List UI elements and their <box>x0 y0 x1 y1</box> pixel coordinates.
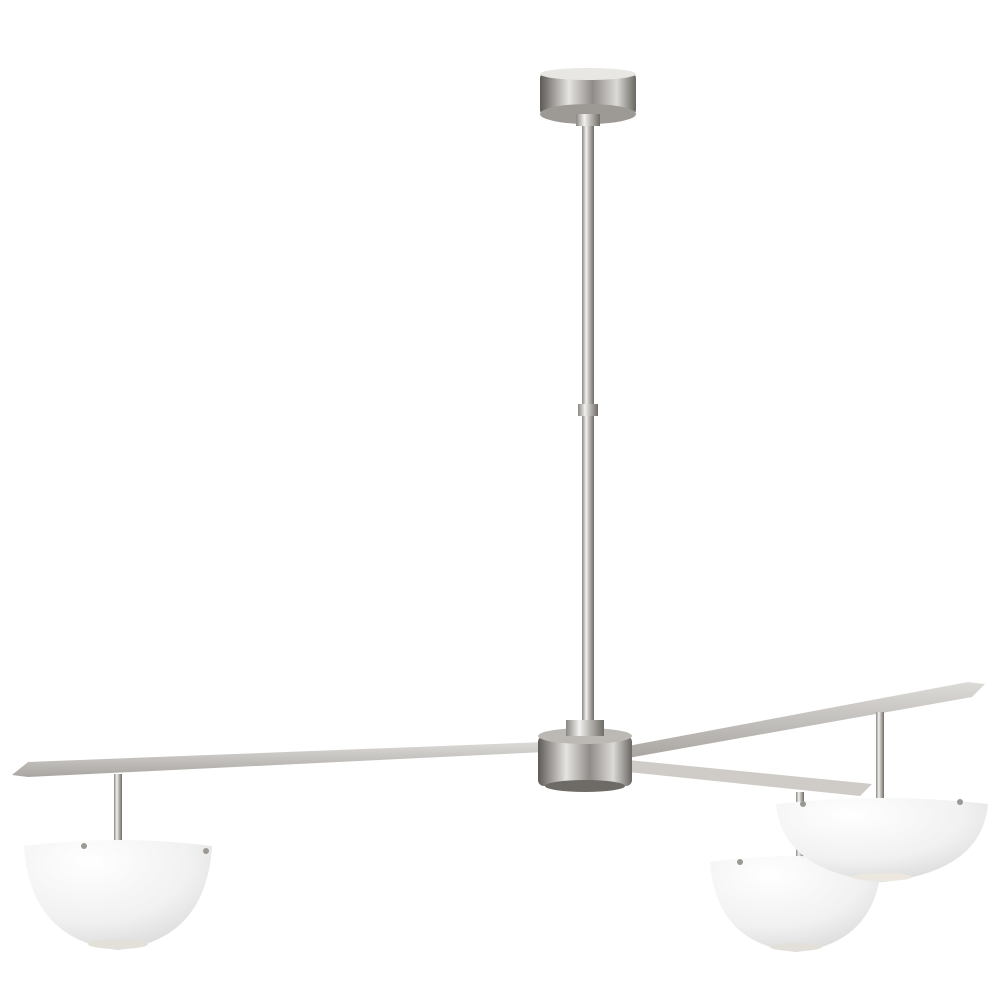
canopy <box>540 68 636 126</box>
hub <box>538 720 632 792</box>
right-lower-shade <box>710 856 882 952</box>
right-upper-stem <box>876 712 884 802</box>
right-upper-arm <box>628 682 985 758</box>
left-arm <box>12 742 545 777</box>
arms <box>12 682 985 796</box>
downrod <box>578 126 598 730</box>
left-stem <box>114 774 122 840</box>
right-upper-shade <box>776 798 988 882</box>
left-shade <box>24 840 212 950</box>
right-lower-arm <box>628 760 872 796</box>
